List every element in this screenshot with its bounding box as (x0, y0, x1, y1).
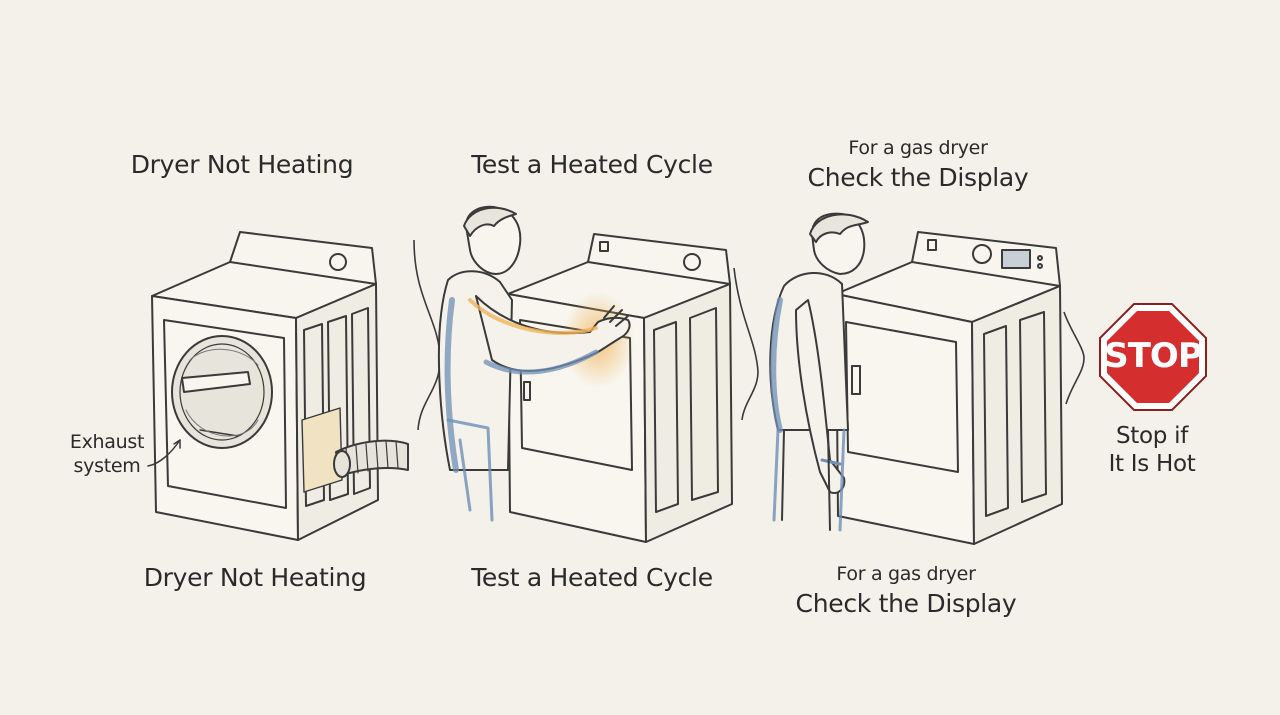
panel-divider-2 (733, 267, 759, 421)
dryer-panel-2 (507, 233, 733, 543)
exhaust-callout-line2: system (73, 455, 141, 477)
exhaust-callout: Exhaust system (69, 430, 145, 478)
exhaust-callout-line1: Exhaust (69, 431, 145, 453)
person-2 (437, 205, 631, 522)
panel2-top-title: Test a Heated Cycle (471, 150, 713, 179)
stop-sign-text: STOP (1104, 336, 1203, 376)
panel3-top-subtitle: For a gas dryer (848, 137, 988, 159)
panel3-top-title: Check the Display (807, 163, 1029, 192)
person-3 (769, 212, 869, 532)
stop-caption-line2: It Is Hot (1108, 451, 1196, 477)
panel2-bottom-title: Test a Heated Cycle (471, 563, 713, 592)
callout-arrow (147, 439, 181, 467)
stop-caption: Stop if It Is Hot (1109, 422, 1196, 478)
dryer-panel-1 (147, 231, 409, 541)
stop-caption-line1: Stop if (1116, 423, 1188, 449)
panel3-bottom-subtitle: For a gas dryer (836, 563, 976, 585)
panel-divider-1 (413, 239, 441, 431)
dryer-panel-3 (835, 231, 1063, 545)
exhaust-hose (335, 439, 409, 477)
panel3-bottom-title: Check the Display (795, 589, 1017, 618)
stop-sign-shape (1099, 303, 1207, 411)
panel1-bottom-title: Dryer Not Heating (143, 563, 367, 592)
panel1-top-title: Dryer Not Heating (130, 150, 354, 179)
panel-divider-3 (1063, 311, 1085, 405)
